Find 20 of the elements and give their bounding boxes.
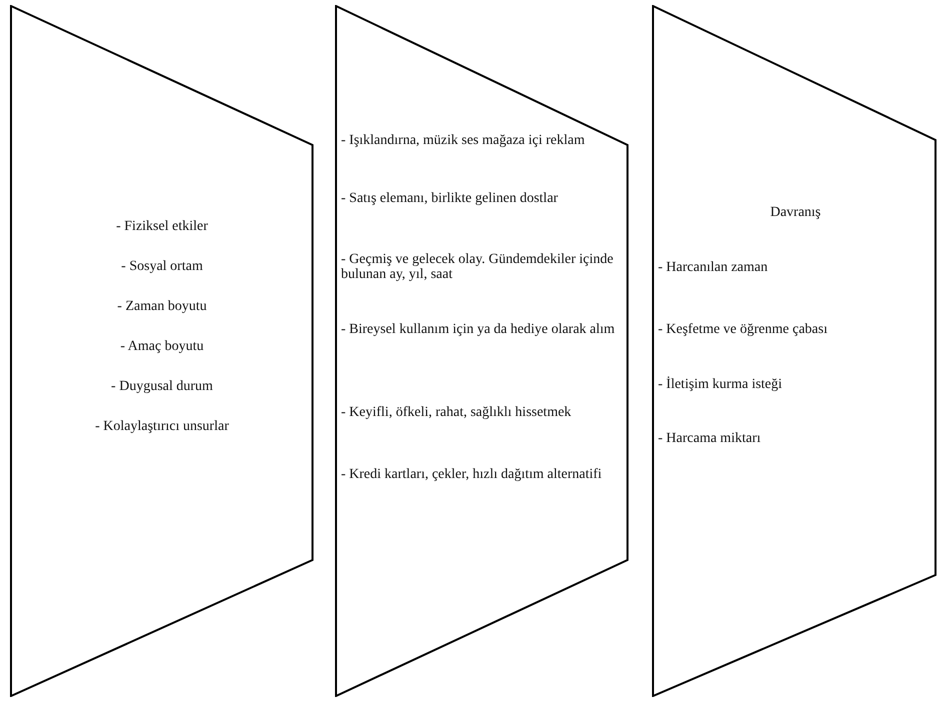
list-item: - Bireysel kullanım için ya da hediye olarak alım: [341, 322, 616, 337]
list-item: - Kredi kartları, çekler, hızlı dağıtım alternatifi: [341, 467, 603, 482]
list-item: - Geçmiş ve gelecek olay. Gündemdekiler içinde bulunan ay, yıl, saat: [341, 252, 614, 282]
list-item: - Fiziksel etkiler: [115, 219, 209, 234]
chevron-shape: [10, 5, 314, 697]
list-item: - Kolaylaştırıcı unsurlar: [94, 419, 230, 434]
list-item: - Sosyal ortam: [120, 259, 204, 274]
list-item: - Amaç boyutu: [119, 339, 205, 354]
heading-text: Davranış: [769, 205, 822, 220]
list-item: - Zaman boyutu: [116, 299, 208, 314]
list-item: - Satış elemanı, birlikte gelinen dostlar: [341, 191, 559, 206]
list-item: - Keşfetme ve öğrenme çabası: [658, 322, 828, 337]
list-item: - Keyifli, öfkeli, rahat, sağlıklı hissetmek: [341, 405, 572, 420]
chevron-shape: [335, 5, 629, 697]
list-item: - İletişim kurma isteği: [658, 377, 784, 392]
list-item: - Duygusal durum: [110, 379, 214, 394]
list-item: - Işıklandırna, müzik ses mağaza içi reklam: [341, 133, 586, 148]
chevron-shape: [652, 5, 937, 697]
list-item: - Harcanılan zaman: [658, 260, 769, 275]
list-item: - Harcama miktarı: [658, 431, 762, 446]
